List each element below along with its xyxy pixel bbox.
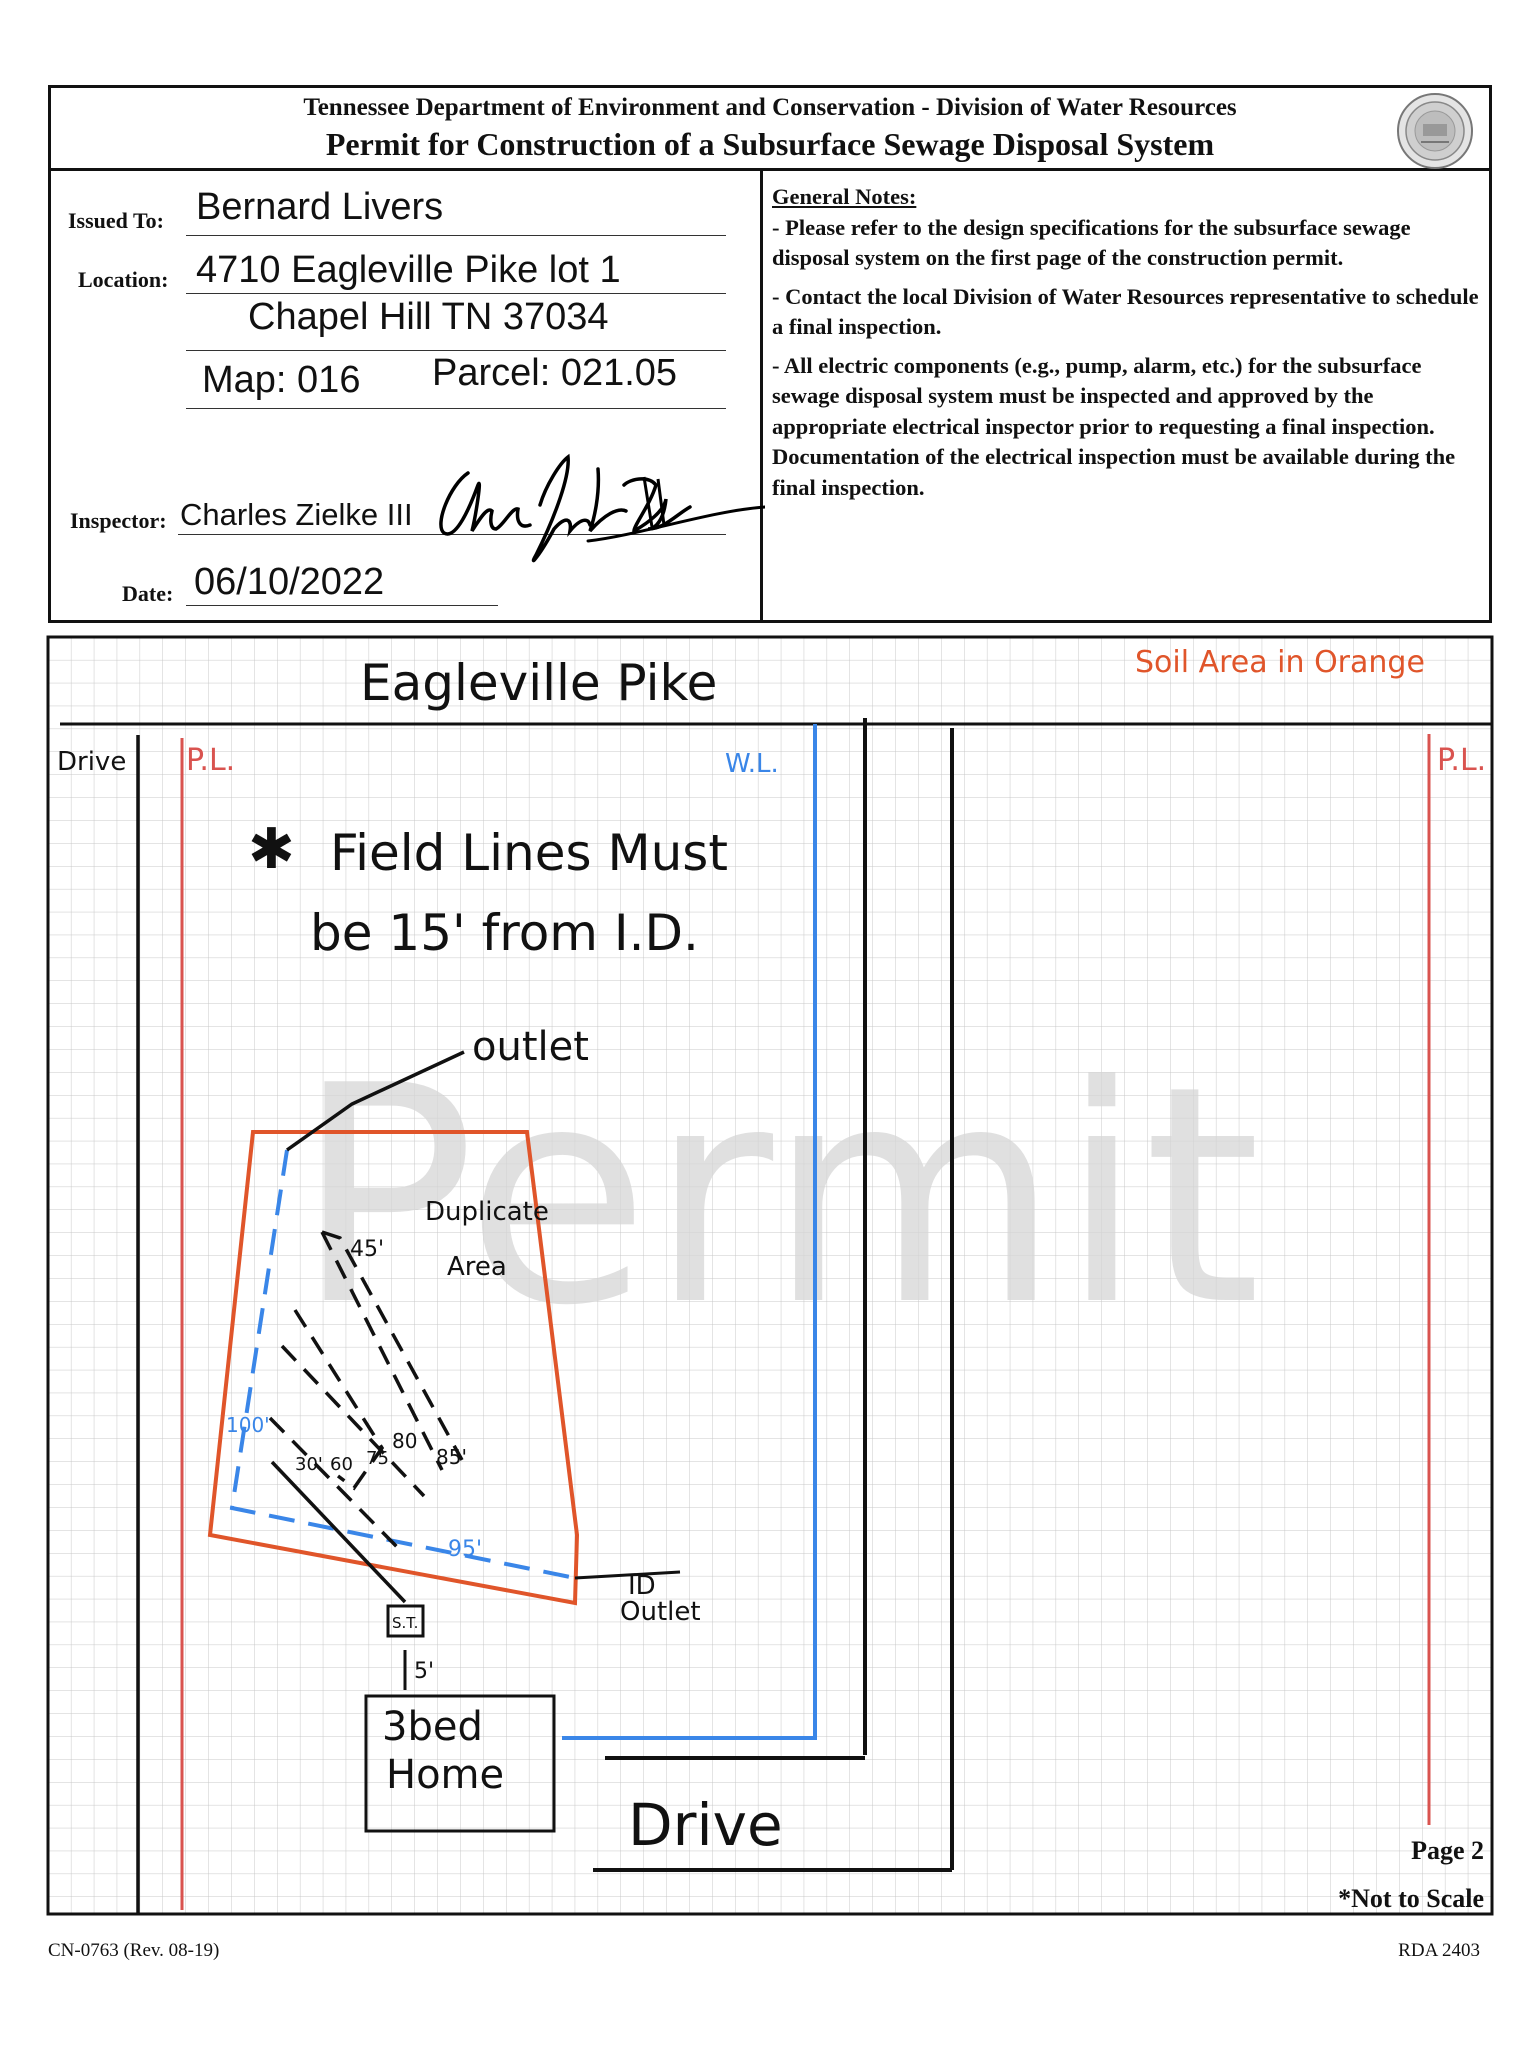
- parcel-value: 021.05: [560, 352, 678, 394]
- form-number: CN-0763 (Rev. 08-19): [48, 1940, 220, 1961]
- inspector-underline: [178, 534, 726, 535]
- length-label: 60: [330, 1454, 353, 1475]
- map-label: Map:: [202, 359, 287, 401]
- water-line: [562, 724, 817, 1740]
- state-seal-icon: [1397, 93, 1473, 169]
- star-icon: ✱: [248, 817, 295, 882]
- id-outlet-line1: ID: [628, 1571, 656, 1601]
- length-label: 100': [226, 1413, 270, 1437]
- rda-code: RDA 2403: [1398, 1940, 1480, 1961]
- inspector-name: Charles Zielke III: [180, 497, 413, 532]
- soil-area-outline: [207, 1130, 580, 1606]
- length-label: 45': [350, 1237, 384, 1262]
- outlet-label: outlet: [472, 1024, 589, 1070]
- home-line1: 3bed: [382, 1704, 483, 1750]
- wl-label: W.L.: [725, 749, 779, 779]
- map-value: 016: [297, 359, 361, 401]
- septic-tank-label: S.T.: [392, 1614, 418, 1632]
- note-item: - All electric components (e.g., pump, a…: [772, 352, 1456, 500]
- field-lines: [268, 1230, 464, 1554]
- page-number: Page 2: [1411, 1836, 1484, 1865]
- length-label: 75: [366, 1448, 389, 1469]
- drive-label-left: Drive: [57, 747, 126, 777]
- length-label: 95': [448, 1537, 482, 1562]
- note-item: - Please refer to the design specificati…: [772, 214, 1411, 271]
- general-notes: General Notes: - Please refer to the des…: [772, 182, 1484, 511]
- id-outlet-line2: Outlet: [620, 1597, 701, 1627]
- length-label: 80: [392, 1429, 417, 1453]
- permit-header-box: [48, 85, 1492, 623]
- parcel-field: Parcel: 021.05: [432, 352, 677, 395]
- length-label: 30': [295, 1454, 323, 1475]
- field-note-line1: Field Lines Must: [330, 824, 728, 882]
- permit-title: Permit for Construction of a Subsurface …: [325, 126, 1215, 162]
- issued-to-underline: [186, 235, 726, 236]
- issued-to-label: Issued To:: [68, 208, 165, 233]
- grid-paper: [46, 635, 1494, 1916]
- issued-to-value: Bernard Livers: [196, 186, 444, 228]
- column-separator: [760, 168, 763, 623]
- date-underline: [186, 605, 498, 606]
- agency-name: Tennessee Department of Environment and …: [303, 94, 1237, 121]
- location-line1: 4710 Eagleville Pike lot 1: [196, 249, 621, 291]
- general-notes-heading: General Notes:: [772, 184, 917, 209]
- map-parcel-underline: [186, 408, 726, 409]
- parcel-label: Parcel:: [432, 352, 551, 394]
- tank-pipe: [270, 1460, 407, 1604]
- inspector-signature: [439, 453, 765, 563]
- location-underline-2: [186, 350, 726, 351]
- duplicate-area-line2: Area: [447, 1252, 507, 1282]
- scale-note: *Not to Scale: [1338, 1884, 1484, 1913]
- length-label: 85': [436, 1445, 467, 1469]
- watermark: Permit: [295, 1022, 1261, 1371]
- title-separator: [48, 168, 1492, 171]
- outlet-leader: [285, 1050, 465, 1152]
- note-item: - Contact the local Division of Water Re…: [772, 283, 1479, 340]
- id-outlet-leader: [574, 1570, 681, 1580]
- date-value: 06/10/2022: [194, 561, 385, 603]
- pl-label-right: P.L.: [1437, 743, 1486, 778]
- map-field: Map: 016: [202, 359, 360, 402]
- field-note-line2: be 15' from I.D.: [310, 904, 699, 962]
- location-line2: Chapel Hill TN 37034: [248, 296, 609, 338]
- duplicate-area-line1: Duplicate: [425, 1197, 549, 1227]
- road-name: Eagleville Pike: [360, 654, 717, 712]
- drive-label-bottom: Drive: [628, 1791, 783, 1859]
- home-outline: [364, 1694, 556, 1833]
- date-label: Date:: [122, 581, 174, 606]
- location-underline-1: [186, 293, 726, 294]
- location-label: Location:: [78, 267, 169, 292]
- inspector-label: Inspector:: [70, 508, 167, 533]
- distance-label: 5': [414, 1659, 434, 1684]
- field-line-boundary: [229, 1149, 576, 1580]
- septic-tank: [386, 1604, 425, 1638]
- home-line2: Home: [386, 1752, 504, 1798]
- pl-label-left: P.L.: [186, 743, 235, 778]
- soil-legend: Soil Area in Orange: [1135, 645, 1425, 680]
